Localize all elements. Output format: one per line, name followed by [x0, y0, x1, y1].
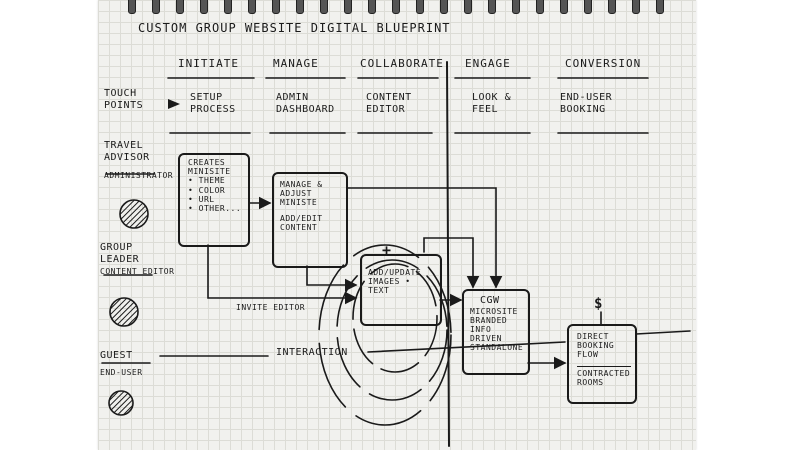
ring-icon [224, 0, 232, 14]
dollar-icon: $ [594, 296, 603, 312]
interaction-label: Interaction [276, 347, 348, 358]
ring-icon [296, 0, 304, 14]
phase-collaborate: Collaborate [360, 57, 444, 70]
ring-icon [392, 0, 400, 14]
notebook-page [98, 0, 696, 450]
page-title: Custom Group Website Digital Blueprint [138, 21, 451, 35]
touchpoint-content: ContentEditor [366, 92, 412, 115]
ring-icon [128, 0, 136, 14]
actor-group-leader: GroupLeader Content Editor [100, 242, 175, 276]
touchpoints-label: Touch Points [104, 88, 144, 111]
ring-icon [632, 0, 640, 14]
touchpoint-look: Look &Feel [472, 92, 512, 115]
phase-engage: Engage [465, 57, 511, 70]
touchpoint-admin: AdminDashboard [276, 92, 335, 115]
avatar-icon [119, 199, 149, 229]
loop-outer [318, 244, 452, 426]
arrow-manage-cgw [346, 187, 503, 289]
invite-editor-label: Invite Editor [236, 303, 306, 312]
ring-icon [536, 0, 544, 14]
ring-icon [464, 0, 472, 14]
phase-manage: Manage [273, 57, 319, 70]
ring-icon [176, 0, 184, 14]
ring-icon [656, 0, 664, 14]
triangle-arrow-icon [168, 99, 180, 109]
interaction-line-right [367, 341, 566, 353]
box-manage-minisite: Manage & Adjust Ministe Add/Edit Content [272, 172, 348, 268]
visibility-line [446, 61, 450, 447]
ring-icon [272, 0, 280, 14]
ring-icon [320, 0, 328, 14]
arrow-manage-addupdate [306, 265, 358, 292]
touchpoint-booking: End-UserBooking [560, 92, 613, 115]
ring-icon [560, 0, 568, 14]
plus-icon: + [382, 241, 392, 259]
ring-icon [248, 0, 256, 14]
touchpoint-setup: SetupProcess [190, 92, 236, 115]
loop-middle [336, 259, 448, 401]
actor-travel-advisor: TravelAdvisor Administrator [104, 140, 174, 180]
ring-icon [584, 0, 592, 14]
actor-guest: Guest End-User [100, 350, 143, 377]
box-direct-booking: Direct Booking Flow Contracted Rooms [567, 324, 637, 404]
arrow-top-cgw [423, 237, 480, 289]
avatar-icon [109, 297, 139, 327]
ring-icon [344, 0, 352, 14]
ring-icon [368, 0, 376, 14]
arrow-invite-editor [207, 244, 358, 305]
ring-icon [152, 0, 160, 14]
box-cgw-microsite: CGW Microsite Branded Info Driven Standa… [462, 289, 530, 375]
box-creates-minisite: Creates Minisite • Theme • Color • URL •… [178, 153, 250, 247]
phase-initiate: Initiate [178, 57, 239, 70]
ring-icon [440, 0, 448, 14]
avatar-icon [108, 390, 134, 416]
ring-icon [512, 0, 520, 14]
conversion-line [635, 330, 691, 335]
ring-icon [608, 0, 616, 14]
phase-conversion: Conversion [565, 57, 642, 70]
ring-icon [200, 0, 208, 14]
loop-inner [352, 263, 438, 373]
ring-icon [488, 0, 496, 14]
box-add-update: Add/Update Images • Text [360, 254, 442, 326]
ring-icon [416, 0, 424, 14]
